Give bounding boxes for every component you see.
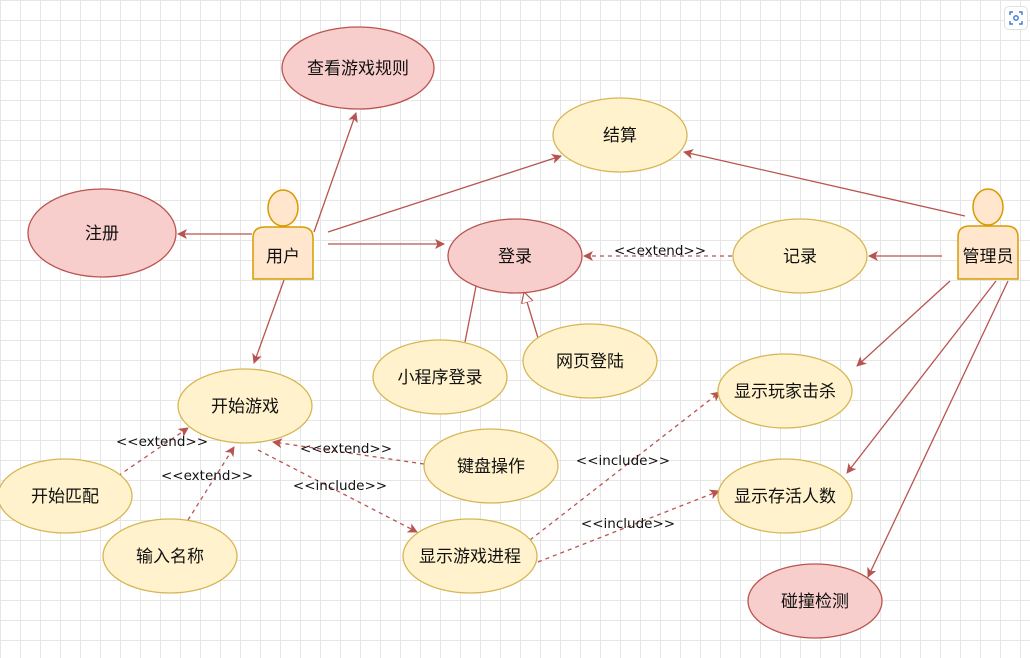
edge-admin-settle[interactable] bbox=[683, 149, 966, 217]
use-case-record[interactable]: 记录 bbox=[732, 218, 868, 294]
use-case-web-login-label: 网页登陆 bbox=[556, 352, 624, 372]
use-case-collision[interactable]: 碰撞检测 bbox=[747, 563, 883, 639]
use-case-view-rules-label: 查看游戏规则 bbox=[307, 59, 409, 79]
actor-admin-label: 管理员 bbox=[963, 247, 1014, 267]
use-case-start-game[interactable]: 开始游戏 bbox=[177, 368, 313, 444]
use-case-settle-label: 结算 bbox=[603, 126, 637, 146]
actor-user[interactable]: 用户 bbox=[252, 189, 314, 280]
use-case-show-progress[interactable]: 显示游戏进程 bbox=[402, 518, 538, 594]
use-case-keyboard[interactable]: 键盘操作 bbox=[423, 428, 559, 504]
actor-admin-head bbox=[972, 188, 1004, 226]
use-case-start-game-label: 开始游戏 bbox=[211, 397, 279, 417]
use-cases: 查看游戏规则 注册 登录 碰撞检测 结算 记录 小程序登录 网页登陆 bbox=[0, 26, 883, 639]
actor-user-label: 用户 bbox=[266, 247, 300, 267]
actor-admin[interactable]: 管理员 bbox=[957, 188, 1019, 280]
use-case-input-name-label: 输入名称 bbox=[136, 547, 204, 567]
actor-user-head bbox=[267, 189, 299, 227]
use-case-show-alive[interactable]: 显示存活人数 bbox=[717, 458, 853, 534]
edge-admin-show-kills[interactable] bbox=[856, 280, 951, 367]
use-case-keyboard-label: 键盘操作 bbox=[457, 457, 525, 477]
edge-user-settle[interactable] bbox=[327, 154, 562, 233]
use-case-show-kills[interactable]: 显示玩家击杀 bbox=[717, 353, 853, 429]
edge-label-name-start: <<extend>> bbox=[161, 468, 253, 484]
edge-label-record-login: <<extend>> bbox=[614, 243, 706, 259]
edge-label-keyboard-start: <<extend>> bbox=[300, 441, 392, 457]
use-case-login-label: 登录 bbox=[498, 247, 532, 267]
use-case-show-progress-label: 显示游戏进程 bbox=[419, 547, 521, 567]
edge-admin-collision[interactable] bbox=[867, 280, 1009, 578]
focus-icon bbox=[1009, 11, 1023, 25]
actor-user-body bbox=[252, 226, 314, 280]
use-case-view-rules[interactable]: 查看游戏规则 bbox=[281, 26, 435, 110]
edge-match-start-extend[interactable] bbox=[117, 427, 189, 477]
use-case-start-match-label: 开始匹配 bbox=[31, 487, 99, 507]
edges bbox=[117, 112, 1009, 578]
focus-button[interactable] bbox=[1004, 6, 1028, 30]
use-case-register-label: 注册 bbox=[85, 224, 119, 244]
edge-progress-alive-include[interactable] bbox=[537, 489, 720, 563]
edge-name-start-extend[interactable] bbox=[187, 446, 235, 521]
edge-user-start-game[interactable] bbox=[252, 279, 285, 364]
use-case-show-alive-label: 显示存活人数 bbox=[734, 487, 836, 507]
use-case-collision-label: 碰撞检测 bbox=[781, 592, 849, 612]
edge-web-login-generalization[interactable] bbox=[524, 292, 539, 339]
use-case-mini-login-label: 小程序登录 bbox=[398, 368, 483, 388]
edge-user-view-rules[interactable] bbox=[313, 112, 358, 233]
edge-label-start-progress: <<include>> bbox=[293, 478, 387, 494]
edge-admin-show-alive[interactable] bbox=[846, 280, 997, 474]
use-case-web-login[interactable]: 网页登陆 bbox=[522, 323, 658, 399]
edge-keyboard-start-extend[interactable] bbox=[272, 438, 425, 465]
edge-progress-kills-include[interactable] bbox=[529, 391, 721, 541]
use-case-register[interactable]: 注册 bbox=[27, 188, 177, 278]
use-case-mini-login[interactable]: 小程序登录 bbox=[372, 339, 508, 415]
use-case-record-label: 记录 bbox=[783, 247, 817, 267]
use-case-show-kills-label: 显示玩家击杀 bbox=[734, 382, 836, 402]
actor-admin-body bbox=[957, 225, 1019, 280]
edge-label-progress-kills: <<include>> bbox=[576, 453, 670, 469]
edge-labels: <<extend>> <<extend>> <<extend>> <<exten… bbox=[116, 243, 706, 532]
edge-label-progress-alive: <<include>> bbox=[581, 516, 675, 532]
use-case-input-name[interactable]: 输入名称 bbox=[102, 518, 238, 594]
use-case-login[interactable]: 登录 bbox=[447, 218, 583, 294]
edge-start-progress-include[interactable] bbox=[257, 449, 418, 533]
use-case-start-match[interactable]: 开始匹配 bbox=[0, 458, 133, 534]
use-case-settle[interactable]: 结算 bbox=[552, 97, 688, 173]
edge-label-match-start: <<extend>> bbox=[116, 434, 208, 450]
